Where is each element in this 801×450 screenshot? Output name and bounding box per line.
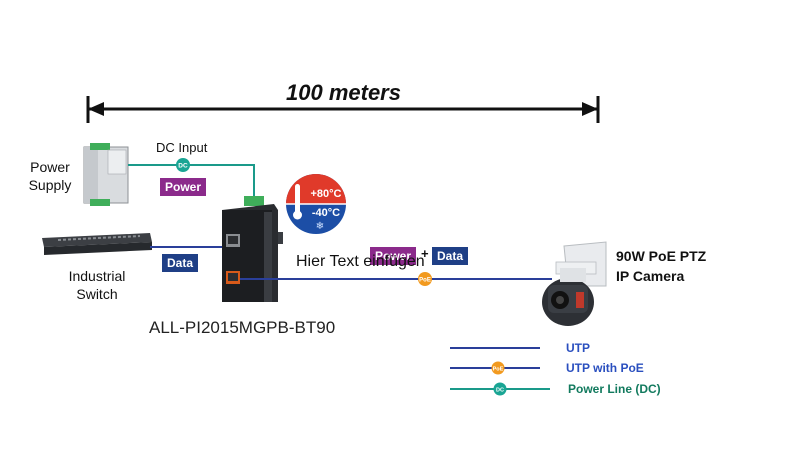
switch-label: Industrial Switch xyxy=(68,268,126,302)
legend-dc-line: DC xyxy=(450,382,550,396)
plus-sign: + xyxy=(421,246,429,261)
data-tag-poe: Data xyxy=(432,247,469,265)
distance-arrow xyxy=(86,96,600,123)
dc-badge-icon: DC xyxy=(176,158,190,172)
legend-dc-label: Power Line (DC) xyxy=(568,382,661,396)
ptz-camera-icon xyxy=(542,241,607,326)
injector-model-label: ALL-PI2015MGPB-BT90 xyxy=(149,318,336,337)
data-tag: Data xyxy=(162,254,199,272)
power-tag: Power xyxy=(160,178,207,196)
svg-text:DC: DC xyxy=(178,163,188,170)
dc-power-line xyxy=(128,164,255,204)
legend-poe-label: UTP with PoE xyxy=(566,361,644,375)
legend-utp-label: UTP xyxy=(566,341,590,355)
svg-text:DC: DC xyxy=(496,387,504,393)
placeholder-text: Hier Text einfügen xyxy=(296,253,425,270)
poe-badge-icon: PoE xyxy=(418,272,432,286)
svg-text:❄: ❄ xyxy=(316,221,324,232)
svg-text:+80°C: +80°C xyxy=(310,188,341,200)
switch-icon xyxy=(42,233,152,255)
svg-text:PoE: PoE xyxy=(419,278,431,284)
svg-text:-40°C: -40°C xyxy=(312,207,340,219)
camera-label: 90W PoE PTZ IP Camera xyxy=(616,248,707,284)
terminal-block-icon xyxy=(244,196,264,206)
power-supply-icon xyxy=(83,143,129,206)
legend-poe-line: PoE xyxy=(450,361,540,375)
power-tag-poe: Power xyxy=(370,247,417,265)
injector-icon xyxy=(222,204,283,302)
dc-input-label: DC Input xyxy=(156,140,208,155)
temperature-icon: +80°C -40°C ❄ xyxy=(286,174,346,234)
power-supply-label: Power Supply xyxy=(28,159,72,193)
svg-text:PoE: PoE xyxy=(493,366,504,372)
distance-label: 100 meters xyxy=(286,80,401,105)
